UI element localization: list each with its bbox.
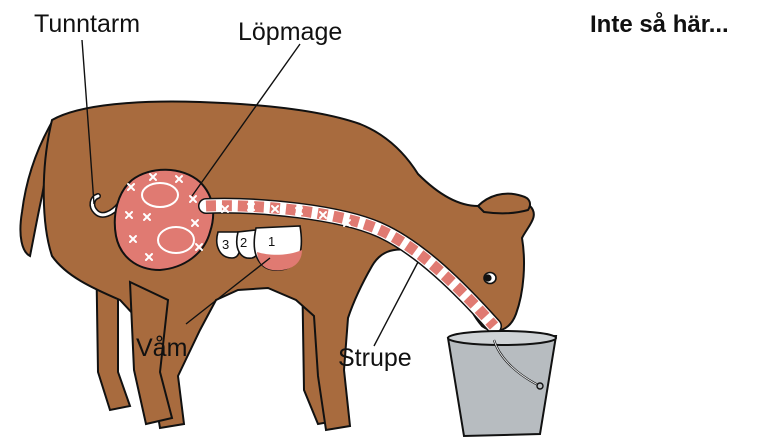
calf-ear [478, 194, 530, 214]
stomach-chamber-3-label: 3 [222, 237, 229, 252]
stomach-chamber-1-label: 1 [268, 234, 275, 249]
leader-strupe [374, 262, 418, 346]
calf-pupil [484, 274, 491, 281]
milk-bucket [448, 331, 556, 436]
label-abomasum: Löpmage [238, 18, 342, 46]
heading: Inte så här... [590, 11, 729, 38]
label-esophagus: Strupe [338, 344, 412, 372]
bucket-rim [448, 331, 556, 345]
label-small-intestine: Tunntarm [34, 10, 140, 38]
label-rumen: Våm [136, 334, 187, 362]
stomach-chamber-2-label: 2 [240, 235, 247, 250]
